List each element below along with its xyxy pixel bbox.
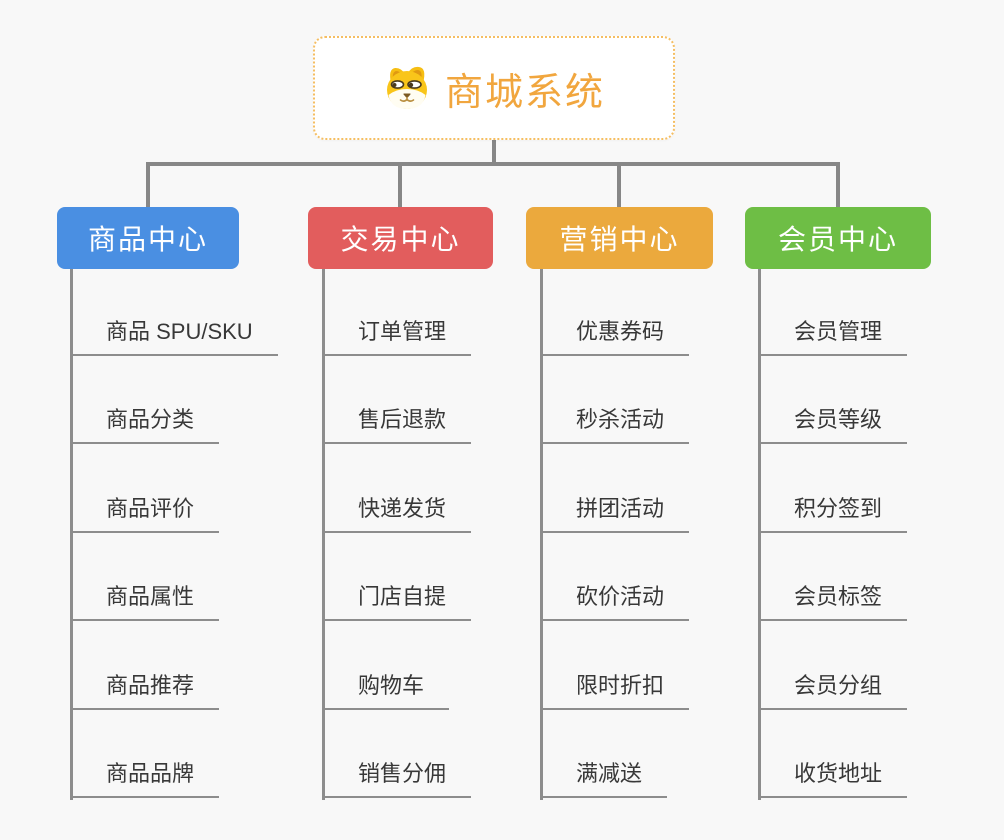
branch-children-trade-center: 订单管理 售后退款 快递发货 门店自提 购物车 销售分佣 xyxy=(322,267,472,798)
child-node[interactable]: 商品分类 xyxy=(70,356,220,444)
branch-children-product-center: 商品 SPU/SKU 商品分类 商品评价 商品属性 商品推荐 商品品牌 xyxy=(70,267,278,798)
child-node[interactable]: 商品 SPU/SKU xyxy=(70,267,278,356)
root-connector-stub xyxy=(492,140,496,166)
branch-rail xyxy=(322,269,325,800)
branch-children-marketing-center: 优惠券码 秒杀活动 拼团活动 砍价活动 限时折扣 满减送 xyxy=(540,267,690,798)
branch-connector-drop xyxy=(836,162,840,208)
child-node[interactable]: 拼团活动 xyxy=(540,444,690,533)
branch-node-marketing-center[interactable]: 营销中心 xyxy=(526,207,713,269)
child-node[interactable]: 会员等级 xyxy=(758,356,908,444)
branch-label: 会员中心 xyxy=(777,224,898,255)
child-node[interactable]: 会员标签 xyxy=(758,533,908,621)
root-title: 商城系统 xyxy=(444,71,605,114)
branch-connector-bar xyxy=(146,162,840,166)
child-node[interactable]: 会员分组 xyxy=(758,621,908,710)
child-node[interactable]: 商品评价 xyxy=(70,444,220,533)
branch-label: 交易中心 xyxy=(340,224,461,255)
child-node[interactable]: 门店自提 xyxy=(322,533,472,621)
child-node[interactable]: 商品品牌 xyxy=(70,710,220,798)
branch-node-product-center[interactable]: 商品中心 xyxy=(57,207,239,269)
branch-label: 营销中心 xyxy=(559,224,680,255)
child-node[interactable]: 限时折扣 xyxy=(540,621,690,710)
child-node[interactable]: 商品属性 xyxy=(70,533,220,621)
child-node[interactable]: 快递发货 xyxy=(322,444,472,533)
root-node[interactable]: 商城系统 xyxy=(313,36,675,140)
branch-connector-drop xyxy=(146,162,150,208)
child-node[interactable]: 会员管理 xyxy=(758,267,908,356)
child-node[interactable]: 优惠券码 xyxy=(540,267,690,356)
child-node[interactable]: 订单管理 xyxy=(322,267,472,356)
branch-rail xyxy=(70,269,73,800)
child-node[interactable]: 商品推荐 xyxy=(70,621,220,710)
branch-label: 商品中心 xyxy=(87,224,208,255)
child-node[interactable]: 购物车 xyxy=(322,621,450,710)
dog-face-icon xyxy=(386,66,427,109)
child-node[interactable]: 售后退款 xyxy=(322,356,472,444)
child-node[interactable]: 秒杀活动 xyxy=(540,356,690,444)
branch-node-trade-center[interactable]: 交易中心 xyxy=(308,207,493,269)
child-node[interactable]: 满减送 xyxy=(540,710,668,798)
branch-rail xyxy=(758,269,761,800)
child-node[interactable]: 积分签到 xyxy=(758,444,908,533)
branch-node-member-center[interactable]: 会员中心 xyxy=(745,207,931,269)
branch-connector-drop xyxy=(617,162,621,208)
child-node[interactable]: 收货地址 xyxy=(758,710,908,798)
branch-connector-drop xyxy=(398,162,402,208)
child-node[interactable]: 砍价活动 xyxy=(540,533,690,621)
branch-rail xyxy=(540,269,543,800)
child-node[interactable]: 销售分佣 xyxy=(322,710,472,798)
branch-children-member-center: 会员管理 会员等级 积分签到 会员标签 会员分组 收货地址 xyxy=(758,267,908,798)
